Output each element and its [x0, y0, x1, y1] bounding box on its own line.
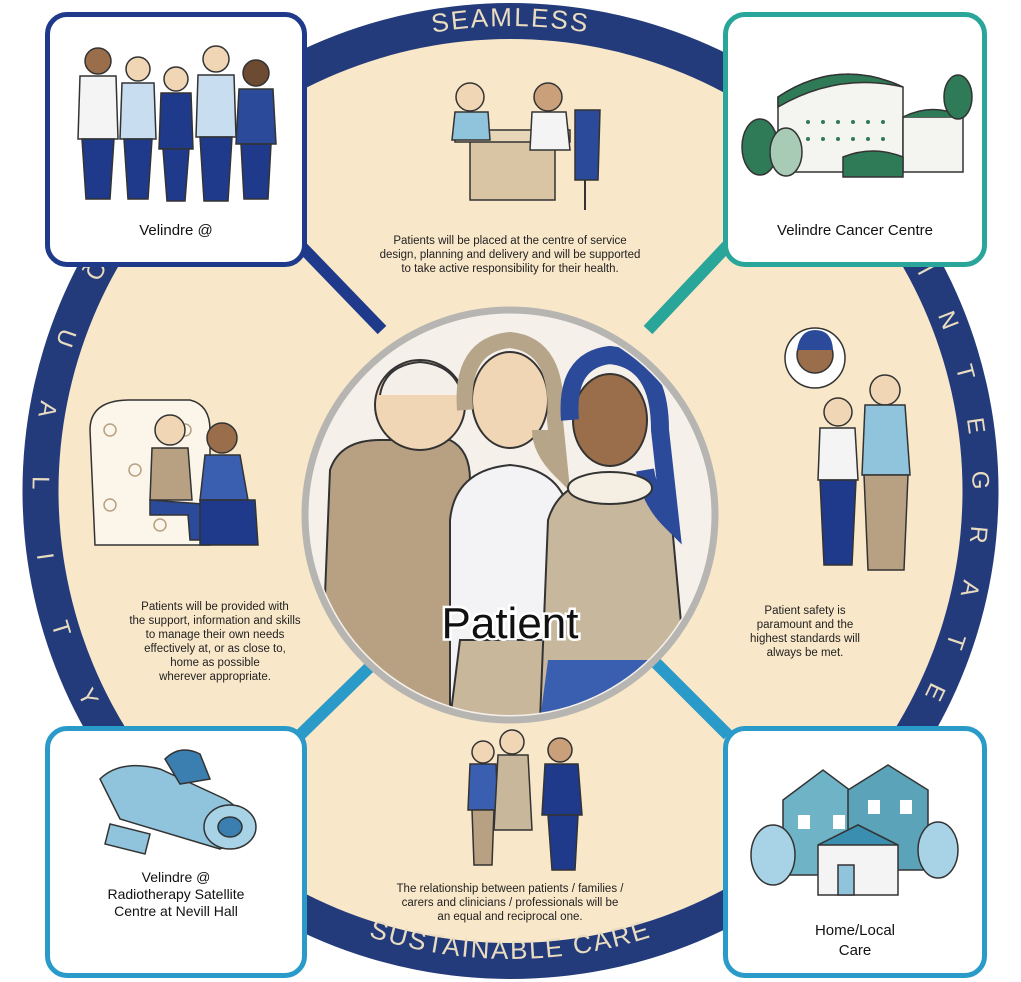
- quadrant-line: Patients will be provided with: [141, 601, 289, 613]
- corner-label-home-local-care: Home/Local Care: [728, 921, 982, 961]
- connector-top-right: [643, 240, 733, 335]
- corner-label-velindre-cancer-centre: Velindre Cancer Centre: [777, 222, 933, 239]
- quadrant-line: design, planning and delivery and will b…: [379, 249, 641, 261]
- quadrant-text-top: Patients will be placed at the centre of…: [340, 234, 680, 276]
- radiotherapy-machine-illustration: [99, 749, 257, 855]
- corner-box-velindre-at: Velindre @: [45, 12, 307, 267]
- ring-letter: T: [950, 362, 980, 383]
- connector-top-left: [295, 240, 387, 335]
- corner-label-radiotherapy-satellite: Velindre @ Radiotherapy Satellite Centre…: [50, 869, 302, 920]
- connector-bottom-left: [295, 650, 387, 740]
- corner-label-line: Velindre @: [141, 869, 211, 885]
- corner-label-line: Home/Local: [814, 922, 896, 939]
- connector-bottom-right: [643, 650, 733, 740]
- corner-label-velindre-at: Velindre @: [139, 222, 213, 239]
- quadrant-line: Patient safety is: [764, 605, 846, 617]
- quadrant-line: paramount and the: [756, 619, 854, 631]
- patients-group-illustration: [318, 331, 692, 715]
- quadrant-line: highest standards will: [750, 633, 860, 645]
- corner-label-line: Centre at Nevill Hall: [114, 903, 238, 919]
- quadrant-line: to manage their own needs: [145, 629, 285, 641]
- quadrant-line: the support, information and skills: [129, 615, 301, 627]
- quadrant-line: an equal and reciprocal one.: [437, 911, 583, 923]
- patient-consultation-illustration: [451, 82, 601, 210]
- quadrant-line: The relationship between patients / fami…: [396, 883, 624, 895]
- ring-letter: I: [31, 551, 59, 561]
- ring-letter: R: [964, 525, 992, 545]
- cancer-centre-building-illustration: [741, 73, 973, 178]
- ring-letter: E: [961, 416, 990, 436]
- quadrant-line: effectively at, or as close to,: [144, 643, 286, 655]
- quadrant-line: home as possible: [170, 657, 260, 669]
- ring-letter: G: [966, 470, 993, 489]
- quadrant-text-right: Patient safety is paramount and the high…: [730, 604, 880, 660]
- quadrant-line: carers and clinicians / professionals wi…: [401, 897, 619, 909]
- quadrant-text-left: Patients will be provided with the suppo…: [85, 600, 345, 684]
- corner-box-home-local-care: Home/Local Care: [723, 726, 987, 978]
- quadrant-line: wherever appropriate.: [159, 671, 271, 683]
- corner-label-line: Care: [838, 942, 872, 959]
- center-label: Patient: [442, 599, 579, 648]
- home-houses-illustration: [750, 764, 959, 896]
- quadrant-line: always be met.: [766, 647, 844, 659]
- home-visit-illustration: [89, 399, 259, 546]
- ring-letter: L: [26, 476, 53, 490]
- corner-box-radiotherapy-satellite: Velindre @ Radiotherapy Satellite Centre…: [45, 726, 307, 978]
- ring-letter: A: [32, 399, 61, 419]
- staff-group-illustration: [77, 45, 277, 202]
- ring-letter: A: [955, 578, 985, 599]
- corner-box-velindre-cancer-centre: Velindre Cancer Centre: [723, 12, 987, 267]
- quadrant-line: to take active responsibility for their …: [401, 263, 619, 275]
- center-circle: Patient: [301, 306, 719, 724]
- staff-discussion-illustration: [784, 327, 911, 571]
- quadrant-text-bottom: The relationship between patients / fami…: [345, 882, 675, 924]
- family-clinician-illustration: [467, 729, 583, 871]
- quadrant-line: Patients will be placed at the centre of…: [393, 235, 627, 247]
- corner-label-line: Radiotherapy Satellite: [107, 886, 245, 902]
